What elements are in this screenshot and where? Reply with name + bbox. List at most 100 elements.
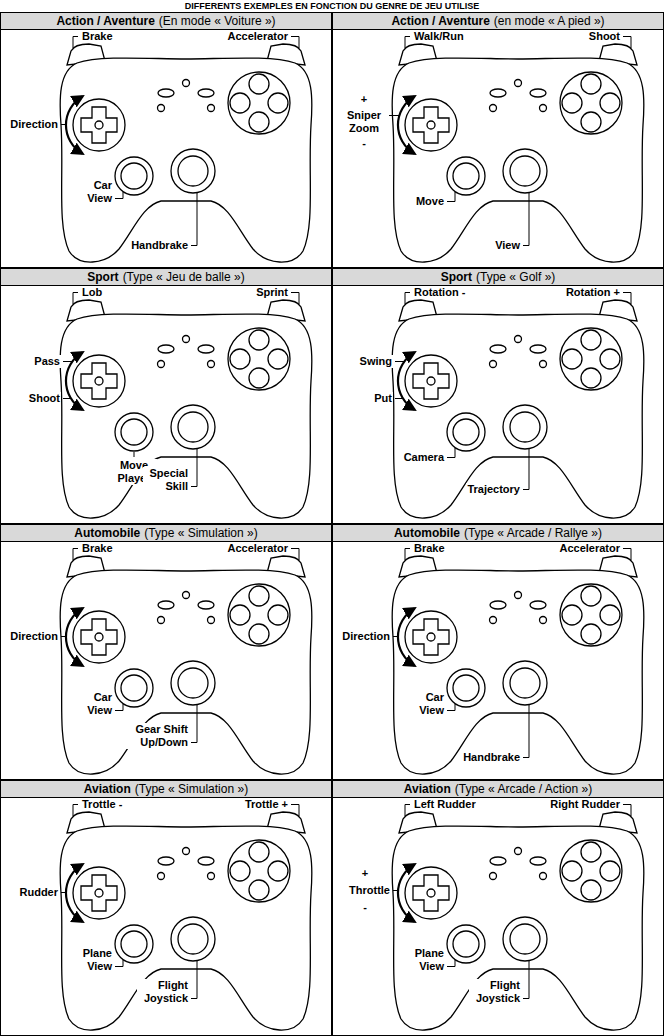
genre-title: Sport — [441, 270, 472, 284]
control-label: Handbrake — [462, 751, 521, 764]
panel-header: Action / Aventure(en mode « A pied ») — [333, 13, 663, 30]
gamepad-drawing — [60, 300, 312, 518]
leader-line — [73, 293, 78, 305]
leader-line — [115, 192, 123, 199]
gamepad-drawing — [392, 812, 644, 1030]
control-label: Swing — [359, 355, 393, 368]
control-label: - — [362, 901, 368, 914]
control-label: Trottle - — [81, 798, 123, 811]
leader-line — [447, 960, 455, 967]
genre-type: (En mode « Voiture ») — [159, 14, 276, 28]
panel-header: Sport (Type « Golf ») — [333, 269, 663, 286]
genre-panel: Action / Aventure(En mode « Voiture »)Br… — [0, 12, 332, 268]
genre-panel: Action / Aventure(en mode « A pied »)Wal… — [332, 12, 664, 268]
gamepad-drawing — [392, 44, 644, 262]
control-label: Brake — [413, 542, 446, 555]
control-label: Car View — [73, 691, 113, 717]
leader-line — [405, 549, 410, 561]
genre-type: (Type « Golf ») — [476, 270, 555, 284]
leader-line — [134, 452, 135, 457]
leader-line — [623, 37, 631, 49]
control-label: Accelerator — [558, 542, 621, 555]
leader-line — [115, 704, 123, 711]
control-label: Trajectory — [466, 483, 521, 496]
control-label: - — [361, 137, 367, 150]
genre-title: Action / Aventure — [391, 14, 489, 28]
control-label: Accelerator — [226, 30, 289, 43]
panel-header: Sport(Type « Jeu de balle ») — [1, 269, 331, 286]
leader-group — [61, 37, 631, 999]
leader-line — [73, 805, 78, 817]
control-label: Direction — [9, 118, 59, 131]
control-label: Shoot — [28, 392, 61, 405]
control-label: Rotation + — [565, 286, 621, 299]
leader-line — [115, 960, 123, 967]
leader-line — [191, 449, 197, 487]
control-label: Special Skill — [143, 467, 189, 493]
panel-header: Automobile(Type « Simulation ») — [1, 525, 331, 542]
control-label: Camera — [403, 451, 445, 464]
genre-panel: Automobile(Type « Simulation »)BrakeAcce… — [0, 524, 332, 780]
leader-line — [393, 636, 398, 637]
gamepad-drawing — [60, 44, 312, 262]
control-label: Trottle + — [244, 798, 289, 811]
control-label: Move — [415, 195, 445, 208]
panel-header: Aviation (Type « Arcade / Action ») — [333, 781, 663, 798]
genre-type: (Type « Jeu de balle ») — [123, 270, 245, 284]
control-label: Throttle — [348, 884, 391, 897]
control-label: Put — [373, 392, 393, 405]
control-label: Handbrake — [130, 239, 189, 252]
page-title: DIFFERENTS EXEMPLES EN FONCTION DU GENRE… — [0, 0, 664, 12]
leader-line — [623, 293, 631, 305]
control-label: Gear Shift Up/Down — [123, 723, 189, 749]
gamepad-drawing — [392, 556, 644, 774]
control-label: Accelerator — [226, 542, 289, 555]
leader-line — [191, 705, 197, 743]
control-label: Direction — [9, 630, 59, 643]
leader-line — [447, 192, 455, 202]
gamepad-drawing — [60, 812, 312, 1030]
control-label: Left Rudder — [413, 798, 477, 811]
leader-line — [389, 115, 399, 116]
genre-title: Automobile — [74, 526, 140, 540]
control-label: Rudder — [19, 886, 60, 899]
control-label: Flight Joystick — [137, 979, 189, 1005]
control-label: Plane View — [73, 947, 113, 973]
control-label: Lob — [81, 286, 103, 299]
leader-line — [63, 361, 72, 362]
control-label: View — [494, 239, 521, 252]
genre-title: Aviation — [84, 782, 131, 796]
control-label: Plane View — [405, 947, 445, 973]
leader-line — [73, 549, 78, 561]
genre-panel: Aviation (Type « Arcade / Action ») Left R… — [332, 780, 664, 1036]
control-label: Sniper Zoom — [341, 109, 387, 135]
genre-type: (Type « Arcade / Rallye ») — [464, 526, 602, 540]
panel-header: Action / Aventure (En mode « Voiture ») — [1, 13, 331, 30]
leader-line — [61, 124, 66, 125]
leader-line — [191, 193, 197, 246]
leader-line — [291, 37, 299, 49]
control-label: Rotation - — [413, 286, 466, 299]
control-label: Direction — [341, 630, 391, 643]
genre-title: Action / Aventure — [56, 14, 154, 28]
leader-line — [523, 961, 529, 999]
genre-panel: Sport(Type « Jeu de balle »)LobSprintPas… — [0, 268, 332, 524]
gamepad-drawing — [392, 300, 644, 518]
control-label: Sprint — [255, 286, 289, 299]
control-label: Car View — [73, 179, 113, 205]
control-label: Right Rudder — [549, 798, 621, 811]
genre-title: Aviation — [404, 782, 451, 796]
genre-panel: Aviation (Type « Simulation ») Trottle - Tr… — [0, 780, 332, 1036]
genre-panel: Sport (Type « Golf ») Rotation - Rotation +… — [332, 268, 664, 524]
leader-line — [63, 398, 72, 399]
genre-type: (Type « Simulation ») — [135, 782, 248, 796]
leader-line — [523, 705, 529, 758]
control-label: Shoot — [588, 30, 621, 43]
genre-type: (Type « Arcade / Action ») — [455, 782, 592, 796]
leader-line — [623, 805, 631, 817]
panel-header: Aviation (Type « Simulation ») — [1, 781, 331, 798]
leader-line — [405, 293, 410, 305]
leader-line — [61, 636, 66, 637]
leader-line — [191, 961, 197, 999]
leader-line — [523, 193, 529, 246]
